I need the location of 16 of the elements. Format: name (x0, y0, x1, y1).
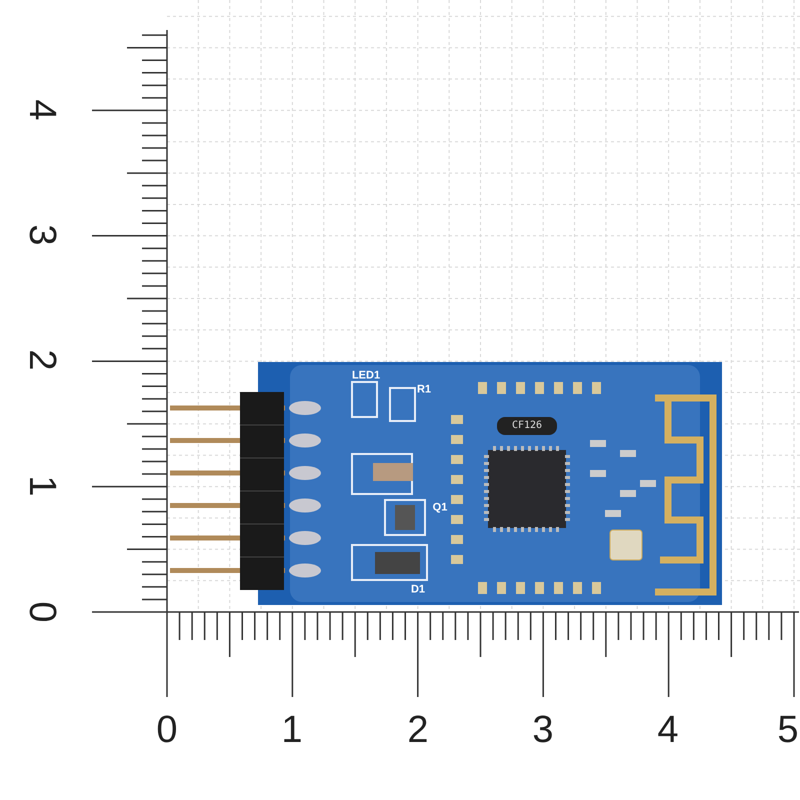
component-label: R1 (416, 384, 432, 396)
ruler-number: 4 (657, 711, 679, 749)
ruler-number: 3 (23, 224, 61, 246)
ruler-number: 2 (407, 711, 429, 749)
ruler-number: 2 (23, 349, 61, 371)
ruler-number: 0 (23, 601, 61, 623)
component-label: Q1 (432, 502, 448, 514)
ruler-number: 4 (23, 99, 61, 121)
component-label: LED1 (352, 370, 380, 382)
ruler-number: 0 (156, 711, 178, 749)
ruler-number: 1 (23, 475, 61, 497)
component-label: D1 (410, 584, 426, 596)
ruler-number: 1 (281, 711, 303, 749)
ruler-number: 3 (532, 711, 554, 749)
crystal-marking: CF126 (512, 421, 542, 431)
ruler-number: 5 (777, 711, 799, 749)
